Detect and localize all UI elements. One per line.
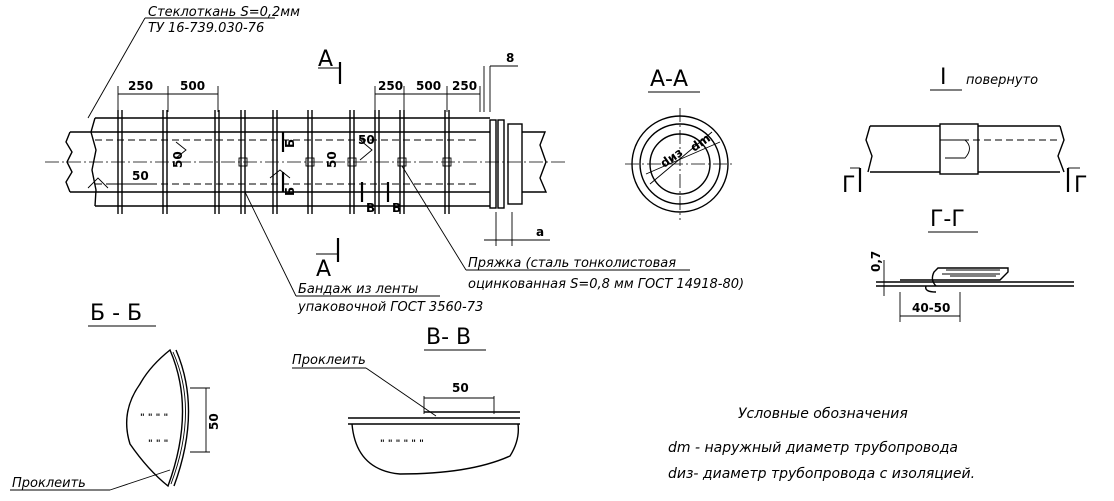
dim-8: 8 <box>506 51 514 65</box>
section-vv-title: В- В <box>426 325 471 350</box>
dim-500-right: 500 <box>416 79 441 93</box>
fiberglass-label: Стеклоткань S=0,2мм ТУ 16-739.030-76 <box>87 5 300 119</box>
band-text-2: упаковочной ГОСТ 3560-73 <box>297 300 483 315</box>
dim-50-bb: 50 <box>207 413 221 430</box>
glue-text-2: Проклеить <box>12 476 86 491</box>
buckle-marks <box>238 157 452 167</box>
section-v-marker-right: В <box>392 201 401 215</box>
section-b-marker-upper: Б <box>283 139 297 148</box>
dim-50-upper: 50 <box>358 133 375 147</box>
section-a-marker-top: А <box>318 47 333 72</box>
band-text-1: Бандаж из ленты <box>298 282 418 297</box>
section-bb: Б - Б 50 Проклеить " " " " " " " <box>10 301 221 491</box>
dim-40-50: 40-50 <box>912 301 950 315</box>
bb-fill-marks-2: " " " <box>148 439 168 449</box>
gg-marker-left: Г <box>842 173 855 198</box>
band-label: Бандаж из ленты упаковочной ГОСТ 3560-73 <box>244 191 483 315</box>
dim-50-vv: 50 <box>452 381 469 395</box>
bb-fill-marks: " " " " <box>140 413 168 423</box>
dim-50-small: 50 <box>325 151 339 168</box>
buckle-text-2: оцинкованная S=0,8 мм ГОСТ 14918-80) <box>468 277 744 292</box>
section-gg: Г-Г 40-50 0,7 <box>869 207 1074 322</box>
detail-note: повернуто <box>966 73 1038 88</box>
fiberglass-fabric-text: Стеклоткань S=0,2мм <box>148 5 300 20</box>
dim-500-left: 500 <box>180 79 205 93</box>
band-lines <box>117 110 450 214</box>
section-v-marker-left: В <box>366 201 375 215</box>
section-a-marker-bottom: А <box>316 257 331 282</box>
buckle-text-1: Пряжка (сталь тонколистовая <box>468 256 676 271</box>
vv-fill-marks: " " " " " " <box>380 439 424 449</box>
section-aa: А-А dиз dm <box>625 67 735 220</box>
section-bb-title: Б - Б <box>90 301 142 326</box>
section-b-marker-lower: Б <box>283 187 297 196</box>
buckle-label: Пряжка (сталь тонколистовая оцинкованная… <box>401 165 744 292</box>
dim-0-7: 0,7 <box>869 251 883 272</box>
dim-50-vertical: 50 <box>171 151 185 168</box>
fiberglass-spec-text: ТУ 16-739.030-76 <box>148 21 264 36</box>
legend-line-2: dиз- диаметр трубопровода с изоляцией. <box>668 466 975 482</box>
glue-text-1: Проклеить <box>292 353 366 368</box>
detail-i: I повернуто Г Г <box>842 65 1087 198</box>
dim-250-right-b: 250 <box>452 79 477 93</box>
section-aa-title: А-А <box>650 67 688 92</box>
legend-title: Условные обозначения <box>738 406 908 422</box>
detail-numeral: I <box>940 65 947 90</box>
section-gg-title: Г-Г <box>930 207 965 232</box>
dim-a: а <box>536 225 544 239</box>
dim-250-left: 250 <box>128 79 153 93</box>
main-pipe-view: Б Б В В <box>45 110 565 215</box>
section-a-markers: А А <box>316 47 342 282</box>
gg-marker-right: Г <box>1074 173 1087 198</box>
legend-line-1: dm - наружный диаметр трубопровода <box>668 440 958 456</box>
main-dimensions: 250 500 250 500 250 8 50 50 50 50 а <box>110 51 550 246</box>
dim-250-right-a: 250 <box>378 79 403 93</box>
section-vv: В- В 50 Проклеить " " " " " " <box>292 325 520 475</box>
legend: Условные обозначения dm - наружный диаме… <box>668 406 975 482</box>
dim-50-lower: 50 <box>132 169 149 183</box>
